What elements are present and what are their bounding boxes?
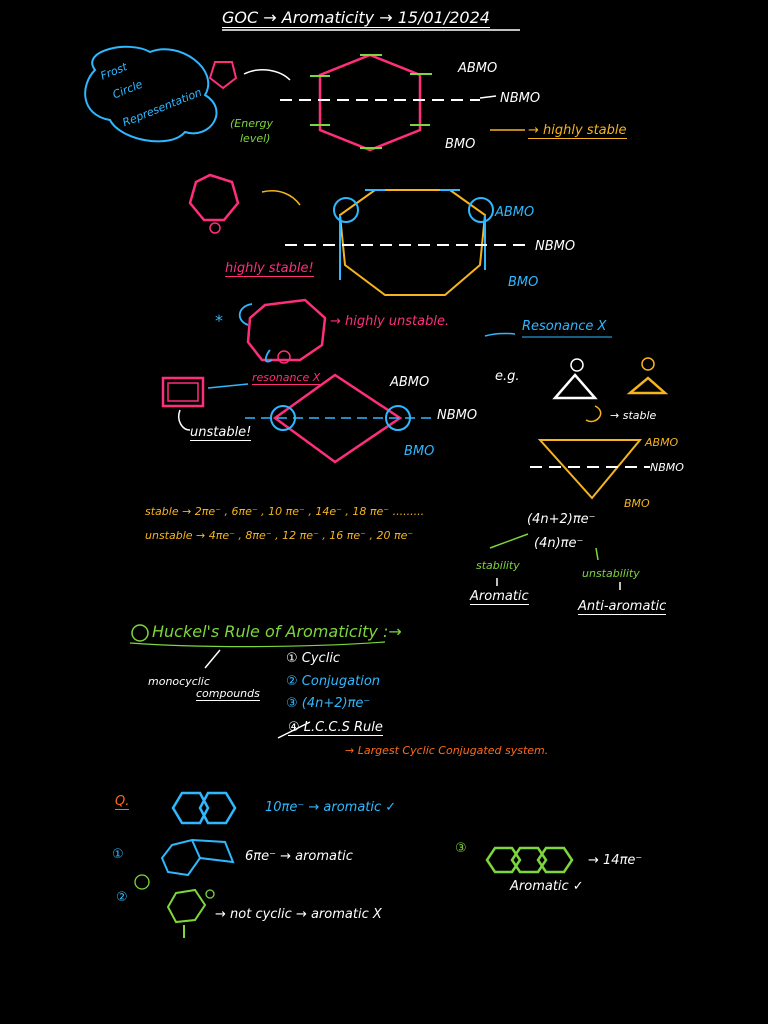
cbd-unstable: unstable! xyxy=(190,425,252,441)
stability-label: stability xyxy=(476,559,520,572)
cot-highly-unstable: → highly unstable. xyxy=(330,314,450,329)
huckel-item-4: ④ L.C.C.S Rule xyxy=(288,720,383,736)
lccs-definition: → Largest Cyclic Conjugated system. xyxy=(345,744,549,757)
cot-star: * xyxy=(215,311,223,330)
question-one-structure xyxy=(160,838,235,877)
benzene-frost-hexagon xyxy=(318,53,422,152)
four-n: (4n)πe⁻ xyxy=(534,536,584,551)
cyclopropenyl-frost-triangle xyxy=(537,439,643,500)
question-three-number: ③ xyxy=(455,841,467,856)
cation-nbmo-label: NBMO xyxy=(535,239,576,254)
huckel-item-2: ② Conjugation xyxy=(286,674,381,689)
aromatic-label: Aromatic xyxy=(470,589,529,605)
frost-verdict: → highly stable xyxy=(528,123,627,139)
tropylium-ring xyxy=(188,173,240,222)
four-n-plus-two: (4n+2)πe⁻ xyxy=(527,512,596,527)
huckel-item-3: ③ (4n+2)πe⁻ xyxy=(286,696,371,711)
cation-highly-stable: highly stable! xyxy=(225,261,314,277)
huckel-item-1: ① Cyclic xyxy=(286,651,341,666)
question-one-number: ① xyxy=(112,847,124,862)
unstability-label: unstability xyxy=(582,567,640,580)
question-three-electrons: → 14πe⁻ xyxy=(588,853,643,868)
energy-level-line2: level) xyxy=(240,132,271,145)
unstable-electron-list: unstable → 4πe⁻ , 8πe⁻ , 12 πe⁻ , 16 πe⁻… xyxy=(145,529,414,542)
cbd-resonance: resonance X xyxy=(252,371,321,385)
cyclobutadiene-square xyxy=(161,376,205,408)
stable-electron-list: stable → 2πe⁻ , 6πe⁻ , 10 πe⁻ , 14e⁻ , 1… xyxy=(145,505,425,518)
eg-bmo-label: BMO xyxy=(624,497,650,510)
question-one-answer: 6πe⁻ → aromatic xyxy=(245,849,353,864)
cyclopropenyl-sketch xyxy=(208,61,238,90)
question-two-answer: → not cyclic → aromatic X xyxy=(215,907,382,922)
cation-bmo-label: BMO xyxy=(508,275,539,290)
cbd-frost-diamond xyxy=(272,373,403,464)
cot-resonance: Resonance X xyxy=(522,319,607,334)
eg-nbmo-label: NBMO xyxy=(650,461,684,474)
eg-abmo-label: ABMO xyxy=(645,436,679,449)
monocyclic-line2: compounds xyxy=(196,687,260,701)
question-two-number: ② xyxy=(116,890,128,905)
question-two-structure xyxy=(166,888,207,938)
question-three-verdict: Aromatic ✓ xyxy=(510,879,584,894)
question-label: Q. xyxy=(115,794,130,810)
eg-label: e.g. xyxy=(495,369,520,384)
tropylium-frost-polygon xyxy=(338,189,487,296)
huckel-heading: Huckel's Rule of Aromaticity :→ xyxy=(152,622,402,641)
cation-abmo-label: ABMO xyxy=(495,205,535,220)
naphthalene-answer: 10πe⁻ → aromatic ✓ xyxy=(265,800,397,815)
frost-bmo-label: BMO xyxy=(445,137,476,152)
cot-ring xyxy=(246,298,327,362)
page-title: GOC → Aromaticity → 15/01/2024 xyxy=(222,8,490,28)
cbd-nbmo-label: NBMO xyxy=(437,408,478,423)
cbd-abmo-label: ABMO xyxy=(390,375,430,390)
naphthalene-structure xyxy=(171,791,237,825)
energy-level-line1: (Energy xyxy=(230,117,273,130)
anti-aromatic-label: Anti-aromatic xyxy=(578,599,667,615)
eg-stable: → stable xyxy=(610,409,657,422)
monocyclic-line1: monocyclic xyxy=(148,675,210,688)
frost-abmo-label: ABMO xyxy=(458,61,498,76)
frost-nbmo-label: NBMO xyxy=(500,91,541,106)
anthracene-structure xyxy=(485,846,574,874)
cbd-bmo-label: BMO xyxy=(404,444,435,459)
cyclopropenyl-cation xyxy=(552,373,598,400)
frost-bubble xyxy=(84,45,218,143)
cyclopropenyl-anion xyxy=(626,376,669,395)
